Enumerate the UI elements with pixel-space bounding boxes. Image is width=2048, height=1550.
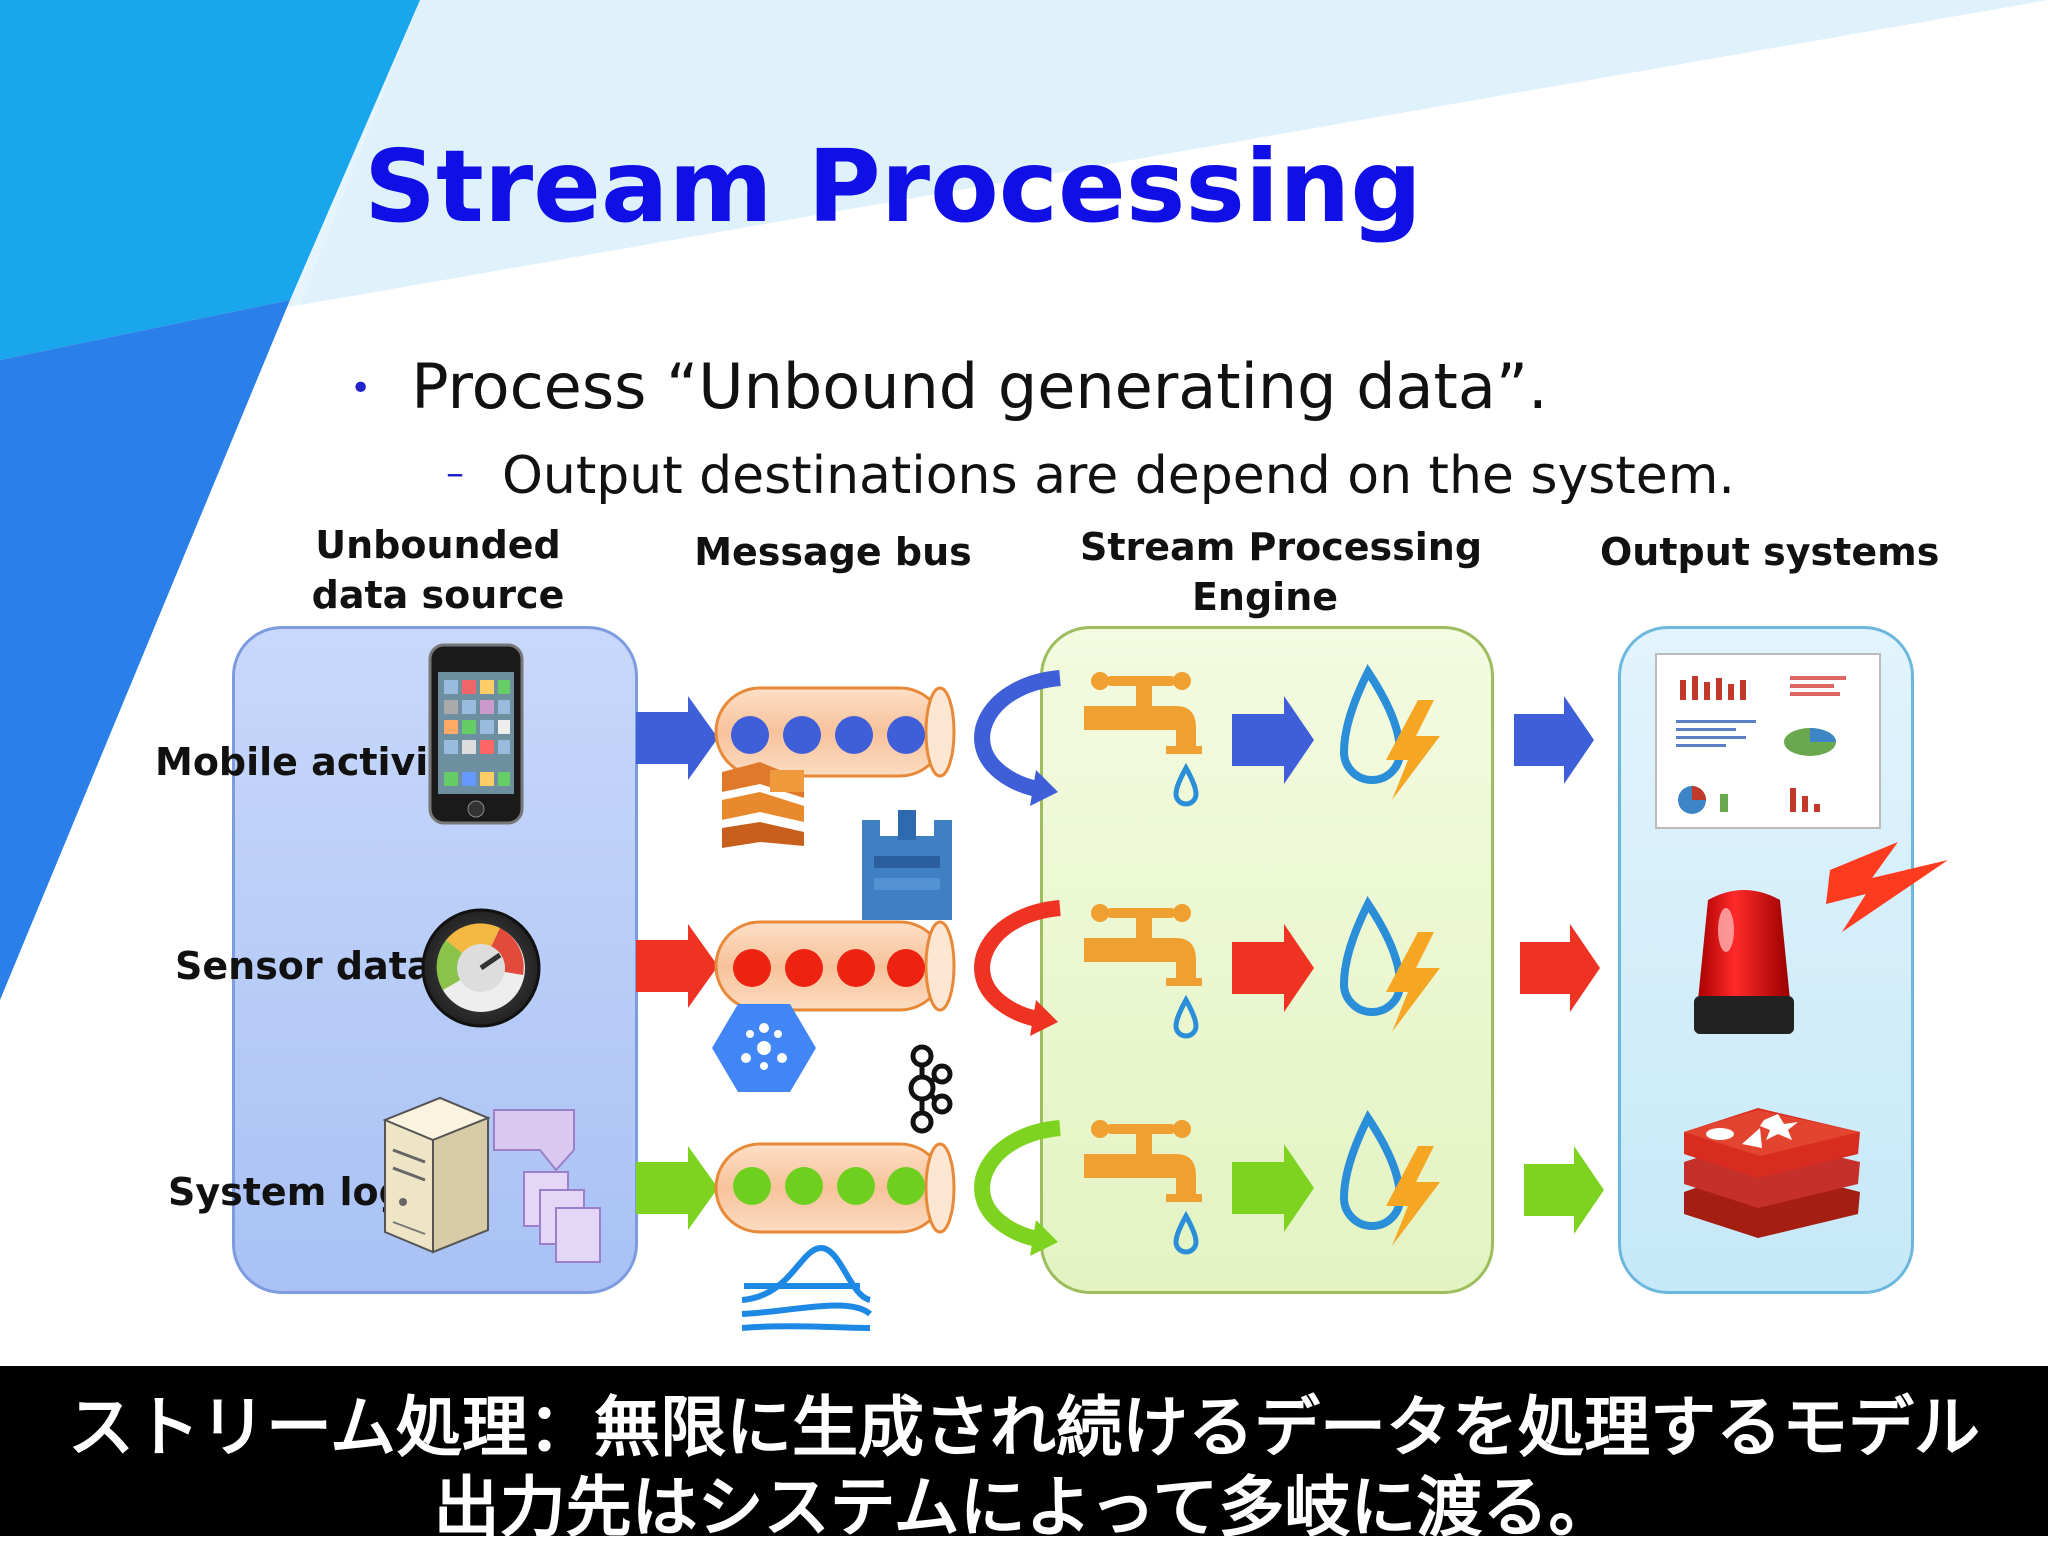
faucet-icon-blue-row <box>1084 672 1202 807</box>
label-mobile-activity: Mobile activity <box>155 740 472 784</box>
processing-drop-bolt-icon-blue <box>1339 664 1440 800</box>
arrow-engine-green <box>1232 1144 1314 1232</box>
google-pubsub-icon <box>712 1004 816 1092</box>
aws-sqs-castle-icon <box>862 810 952 920</box>
log-files-icon <box>493 1109 601 1263</box>
message-queue-green <box>714 1142 956 1234</box>
label-system-log: System log <box>168 1170 406 1214</box>
arrow-engine-blue <box>1232 696 1314 784</box>
curved-arrow-blue <box>974 670 1061 798</box>
heading-output-systems: Output systems <box>1600 530 1940 574</box>
bullet-dot-icon: • <box>350 368 372 409</box>
sub-bullet-point: –Output destinations are depend on the s… <box>446 446 1735 506</box>
arrow-source-to-bus-green <box>636 1146 718 1230</box>
arrow-source-to-bus-red <box>636 924 718 1008</box>
message-queue-blue <box>714 686 956 778</box>
dashboard-report-icon <box>1655 653 1881 829</box>
arrow-output-red <box>1520 924 1600 1012</box>
heading-message-bus: Message bus <box>694 530 972 574</box>
heading-data-source: Unbounded data source <box>308 520 568 620</box>
heading-engine: Stream Processing Engine <box>1080 522 1483 622</box>
label-sensor-data: Sensor data <box>175 944 433 988</box>
azure-event-hubs-icon <box>741 1245 873 1331</box>
smartphone-icon <box>428 643 524 825</box>
caption-line-1: ストリーム処理：無限に生成され続けるデータを処理するモデル <box>67 1389 1981 1466</box>
curved-arrow-head-red <box>1030 1000 1058 1036</box>
server-icon <box>382 1096 491 1254</box>
redis-icon <box>1684 1108 1860 1238</box>
caption-bar: ストリーム処理：無限に生成され続けるデータを処理するモデル 出力先はシステムによ… <box>0 1366 2048 1546</box>
gauge-icon <box>421 908 541 1028</box>
caption-line-2: 出力先はシステムによって多岐に渡る。 <box>433 1469 1615 1546</box>
processing-drop-bolt-icon-red <box>1339 896 1440 1032</box>
curved-arrow-green <box>974 1120 1061 1248</box>
curved-arrow-head-blue <box>1030 770 1058 806</box>
faucet-icon-red-row <box>1084 904 1202 1039</box>
message-queue-red <box>714 920 956 1012</box>
processing-drop-bolt-icon-green <box>1339 1110 1440 1246</box>
heading-engine-line2: Engine <box>1191 575 1339 619</box>
bullet-dash-icon: – <box>446 453 464 494</box>
alarm-siren-icon <box>1694 842 1948 1034</box>
bullet-point: • Process “Unbound generating data”. <box>350 350 1548 423</box>
arrow-source-to-bus-blue <box>636 696 718 780</box>
heading-data-source-line2: data source <box>311 573 565 617</box>
arrow-engine-red <box>1232 924 1314 1012</box>
faucet-icon-green-row <box>1084 1120 1202 1255</box>
sub-bullet-text: Output destinations are depend on the sy… <box>502 446 1735 506</box>
bullet-text: Process “Unbound generating data”. <box>411 350 1548 423</box>
arrow-output-green <box>1524 1146 1604 1234</box>
aws-kinesis-icon <box>722 762 804 848</box>
curved-arrow-head-green <box>1030 1220 1058 1256</box>
heading-engine-line1: Stream Processing <box>1080 525 1483 569</box>
arrow-output-blue <box>1514 696 1594 784</box>
slide-title: Stream Processing <box>364 128 1422 245</box>
curved-arrow-red <box>974 900 1061 1028</box>
heading-data-source-line1: Unbounded <box>315 523 561 567</box>
kafka-icon <box>908 1044 953 1134</box>
